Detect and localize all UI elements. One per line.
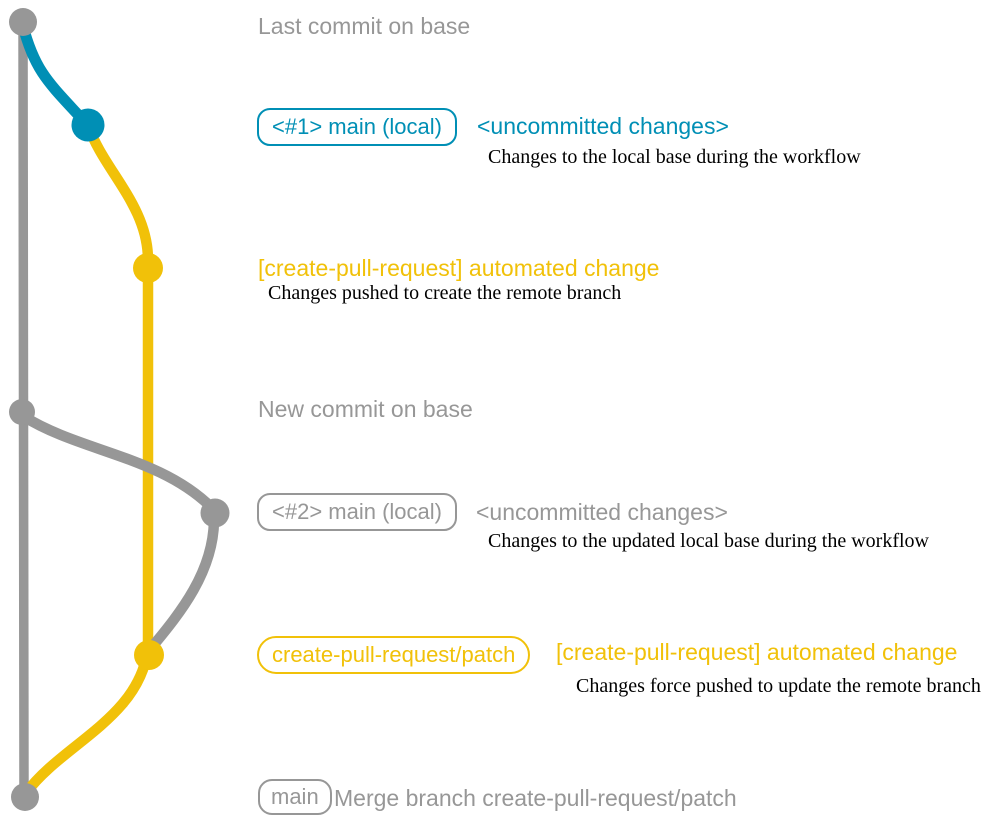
commit-dot-main-local-2 — [200, 498, 230, 528]
local-branch-curve-2 — [17, 410, 218, 514]
last-base-commit-label: Last commit on base — [258, 13, 471, 39]
branch-badge-main-local-2: <#2> main (local) — [257, 493, 457, 531]
commit-caption-local-2: Changes to the updated local base during… — [488, 530, 929, 552]
commit-caption-automated-1: Changes pushed to create the remote bran… — [268, 282, 622, 304]
local-branch-rebase-curve — [146, 515, 220, 653]
commit-dot-main-local-1 — [71, 108, 105, 142]
commit-caption-local-1: Changes to the local base during the wor… — [488, 146, 861, 168]
commit-message-automated-2: [create-pull-request] automated change — [556, 639, 958, 665]
commit-message-local-1: <uncommitted changes> — [477, 113, 729, 139]
commit-dot-automated-2 — [134, 640, 164, 670]
commit-dot-merge — [11, 783, 39, 811]
commit-dot-new-base — [9, 399, 35, 425]
commit-message-automated-1: [create-pull-request] automated change — [258, 255, 660, 281]
branch-badge-main-local-1: <#1> main (local) — [257, 108, 457, 146]
commit-message-local-2: <uncommitted changes> — [476, 499, 728, 525]
commit-dot-last-base — [9, 8, 37, 36]
new-base-commit-label: New commit on base — [258, 396, 473, 422]
local-branch-curve-1 — [17, 20, 89, 126]
branch-badge-patch: create-pull-request/patch — [257, 636, 531, 674]
commit-caption-automated-2: Changes force pushed to update the remot… — [576, 675, 981, 697]
commit-message-merge: Merge branch create-pull-request/patch — [334, 785, 737, 811]
commit-dot-automated-1 — [133, 253, 163, 283]
branch-badge-main: main — [258, 779, 332, 815]
